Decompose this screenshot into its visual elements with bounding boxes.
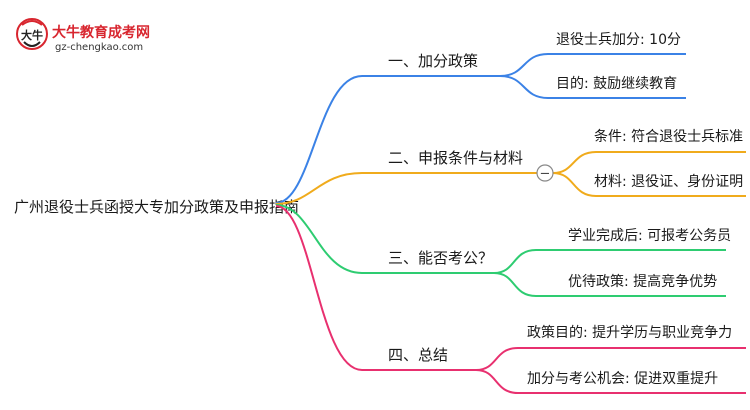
connector-branch-3 (275, 204, 400, 274)
branch-2-label: 二、申报条件与材料 (388, 149, 523, 167)
connector-branch-1 (275, 75, 400, 204)
branch-3-child-2: 优待政策: 提高竞争优势 (568, 273, 717, 290)
branch-3-label: 三、能否考公？ (388, 249, 493, 267)
branch-2-child-1: 条件: 符合退役士兵标准 (594, 128, 743, 145)
branch-1-child-2: 目的: 鼓励继续教育 (556, 75, 677, 92)
branch-1-child-1: 退役士兵加分: 10分 (556, 32, 681, 48)
connector-branch-2 (275, 172, 400, 205)
branch-4-child-2: 加分与考公机会: 促进双重提升 (527, 371, 718, 387)
logo-emblem-icon: 大牛 (16, 18, 48, 50)
branch-4-child-1: 政策目的: 提升学历与职业竞争力 (527, 324, 732, 341)
connector-branch-4 (275, 205, 400, 371)
collapse-minus-icon: − (540, 167, 551, 182)
site-watermark: 大牛 大牛教育成考网 gz-chengkao.com (16, 18, 150, 53)
branch-3: 三、能否考公？ 学业完成后: 可报考公务员 优待政策: 提高竞争优势 (388, 228, 731, 297)
branch-1: 一、加分政策 退役士兵加分: 10分 目的: 鼓励继续教育 (388, 32, 686, 99)
branch-2-child-2: 材料: 退役证、身份证明 (594, 174, 743, 190)
root-connectors (275, 75, 400, 371)
branch-2-collapse-toggle[interactable]: − (536, 164, 554, 182)
logo-text: 大牛 (21, 28, 43, 42)
branch-4: 四、总结 政策目的: 提升学历与职业竞争力 加分与考公机会: 促进双重提升 (388, 324, 746, 394)
branch-1-label: 一、加分政策 (388, 52, 478, 70)
root-node: 广州退役士兵函授大专加分政策及申报指南 (14, 198, 299, 216)
branch-2: 二、申报条件与材料 − 条件: 符合退役士兵标准 材料: 退役证、身份证明 (388, 128, 746, 197)
site-url: gz-chengkao.com (55, 42, 143, 53)
branch-4-label: 四、总结 (388, 346, 448, 364)
site-name: 大牛教育成考网 (52, 24, 150, 41)
branch-3-child-1: 学业完成后: 可报考公务员 (568, 228, 731, 244)
